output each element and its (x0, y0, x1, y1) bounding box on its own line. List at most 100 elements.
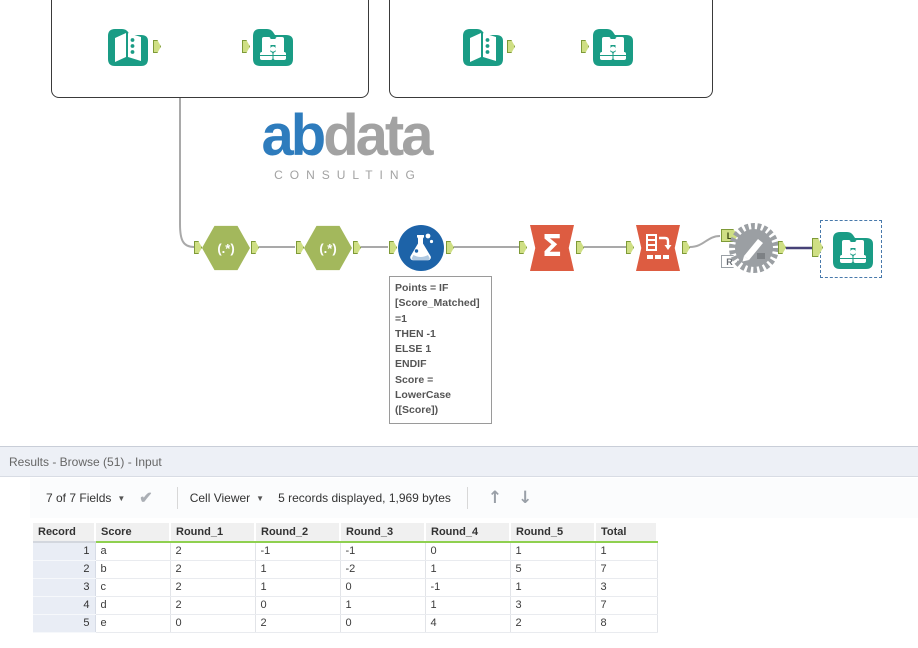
data-cell[interactable]: 5 (510, 560, 596, 579)
formula-tool[interactable] (398, 225, 444, 271)
fields-dropdown[interactable]: 7 of 7 Fields ▼ (46, 491, 125, 505)
input-anchor[interactable] (194, 241, 202, 254)
output-anchor[interactable] (353, 241, 361, 254)
data-cell[interactable]: 1 (340, 596, 426, 615)
column-header-round_2[interactable]: Round_2 (255, 523, 341, 543)
tool-container-left[interactable] (51, 0, 369, 98)
data-cell[interactable]: -1 (255, 542, 341, 561)
data-cell[interactable]: 2 (510, 614, 596, 633)
data-cell[interactable]: 1 (510, 578, 596, 597)
data-cell[interactable]: 1 (255, 578, 341, 597)
data-cell[interactable]: 2 (170, 560, 256, 579)
output-anchor[interactable] (153, 40, 161, 53)
output-anchor[interactable] (682, 241, 690, 254)
annotation-line: LowerCase (395, 389, 452, 402)
data-cell[interactable]: 7 (595, 596, 658, 615)
results-title: Results - Browse (51) - Input (9, 454, 162, 469)
record-number-cell[interactable]: 4 (33, 596, 96, 615)
data-cell[interactable]: 0 (425, 542, 511, 561)
column-header-record[interactable]: Record (33, 523, 96, 543)
toolbar-divider (466, 487, 468, 509)
output-anchor[interactable] (778, 241, 786, 254)
annotation-line: Score = (395, 373, 434, 386)
data-cell[interactable]: 3 (595, 578, 658, 597)
data-cell[interactable]: d (95, 596, 171, 615)
record-number-cell[interactable]: 5 (33, 614, 96, 633)
data-cell[interactable]: 0 (255, 596, 341, 615)
data-cell[interactable]: 4 (425, 614, 511, 633)
data-cell[interactable]: e (95, 614, 171, 633)
regex-tool-2[interactable]: (.*) (304, 225, 352, 271)
regex-tool-1[interactable]: (.*) (202, 225, 250, 271)
column-header-round_1[interactable]: Round_1 (170, 523, 256, 543)
data-cell[interactable]: 0 (340, 578, 426, 597)
data-cell[interactable]: 2 (255, 614, 341, 633)
browse-tool-icon[interactable] (250, 23, 296, 69)
column-header-round_3[interactable]: Round_3 (340, 523, 426, 543)
data-cell[interactable]: 1 (510, 542, 596, 561)
data-cell[interactable]: 2 (170, 542, 256, 561)
tool-container-right[interactable] (389, 0, 713, 98)
input-anchor[interactable] (389, 241, 397, 254)
input-anchor[interactable] (581, 40, 589, 53)
output-anchor[interactable] (507, 40, 515, 53)
summarize-tool[interactable]: Σ (530, 225, 574, 271)
fields-dropdown-label: 7 of 7 Fields (46, 491, 112, 505)
data-cell[interactable]: 3 (510, 596, 596, 615)
input-anchor[interactable] (812, 238, 823, 257)
column-header-total[interactable]: Total (595, 523, 658, 543)
browse-tool-selected[interactable] (830, 226, 876, 272)
input-data-tool-icon[interactable] (105, 23, 151, 69)
input-anchor[interactable] (626, 241, 634, 254)
arrow-down-icon[interactable]: ↓ (518, 488, 533, 508)
data-cell[interactable]: -1 (340, 542, 426, 561)
input-anchor[interactable] (242, 40, 250, 53)
workflow-canvas[interactable]: abdata CONSULTING (.*) (.*) Σ (0, 0, 918, 446)
output-anchor[interactable] (576, 241, 584, 254)
column-header-score[interactable]: Score (95, 523, 171, 543)
column-header-round_4[interactable]: Round_4 (425, 523, 511, 543)
record-number-cell[interactable]: 2 (33, 560, 96, 579)
apply-check-icon[interactable]: ✔ (139, 490, 153, 507)
data-cell[interactable]: a (95, 542, 171, 561)
cell-viewer-dropdown[interactable]: Cell Viewer ▼ (190, 491, 264, 505)
data-cell[interactable]: 0 (340, 614, 426, 633)
output-anchor[interactable] (446, 241, 454, 254)
annotation-line: THEN -1 (395, 327, 436, 340)
arrow-up-icon[interactable]: ↑ (487, 488, 503, 508)
data-cell[interactable]: 1 (595, 542, 658, 561)
input-anchor[interactable] (519, 241, 527, 254)
crosstab-tool[interactable] (636, 225, 680, 271)
results-panel-header[interactable]: Results - Browse (51) - Input (0, 446, 918, 477)
data-cell[interactable]: 2 (170, 596, 256, 615)
input-data-tool-icon[interactable] (460, 23, 506, 69)
data-cell[interactable]: 0 (170, 614, 256, 633)
macro-tool[interactable] (726, 220, 782, 276)
column-header-round_5[interactable]: Round_5 (510, 523, 596, 543)
record-number-cell[interactable]: 3 (33, 578, 96, 597)
input-anchor[interactable] (296, 241, 304, 254)
data-cell[interactable]: 8 (595, 614, 658, 633)
data-cell[interactable]: 7 (595, 560, 658, 579)
data-cell[interactable]: c (95, 578, 171, 597)
data-cell[interactable]: -1 (425, 578, 511, 597)
data-cell[interactable]: 1 (425, 596, 511, 615)
results-toolbar: 7 of 7 Fields ▼ ✔ Cell Viewer ▼ 5 record… (30, 478, 918, 518)
data-cell[interactable]: 1 (255, 560, 341, 579)
browse-tool-icon[interactable] (590, 23, 636, 69)
output-anchor[interactable] (251, 241, 259, 254)
data-cell[interactable]: 2 (170, 578, 256, 597)
sigma-glyph: Σ (541, 228, 563, 264)
data-cell[interactable]: b (95, 560, 171, 579)
data-cell[interactable]: 1 (425, 560, 511, 579)
record-number-cell[interactable]: 1 (33, 542, 96, 561)
regex-glyph: (.*) (217, 240, 235, 256)
data-cell[interactable]: -2 (340, 560, 426, 579)
